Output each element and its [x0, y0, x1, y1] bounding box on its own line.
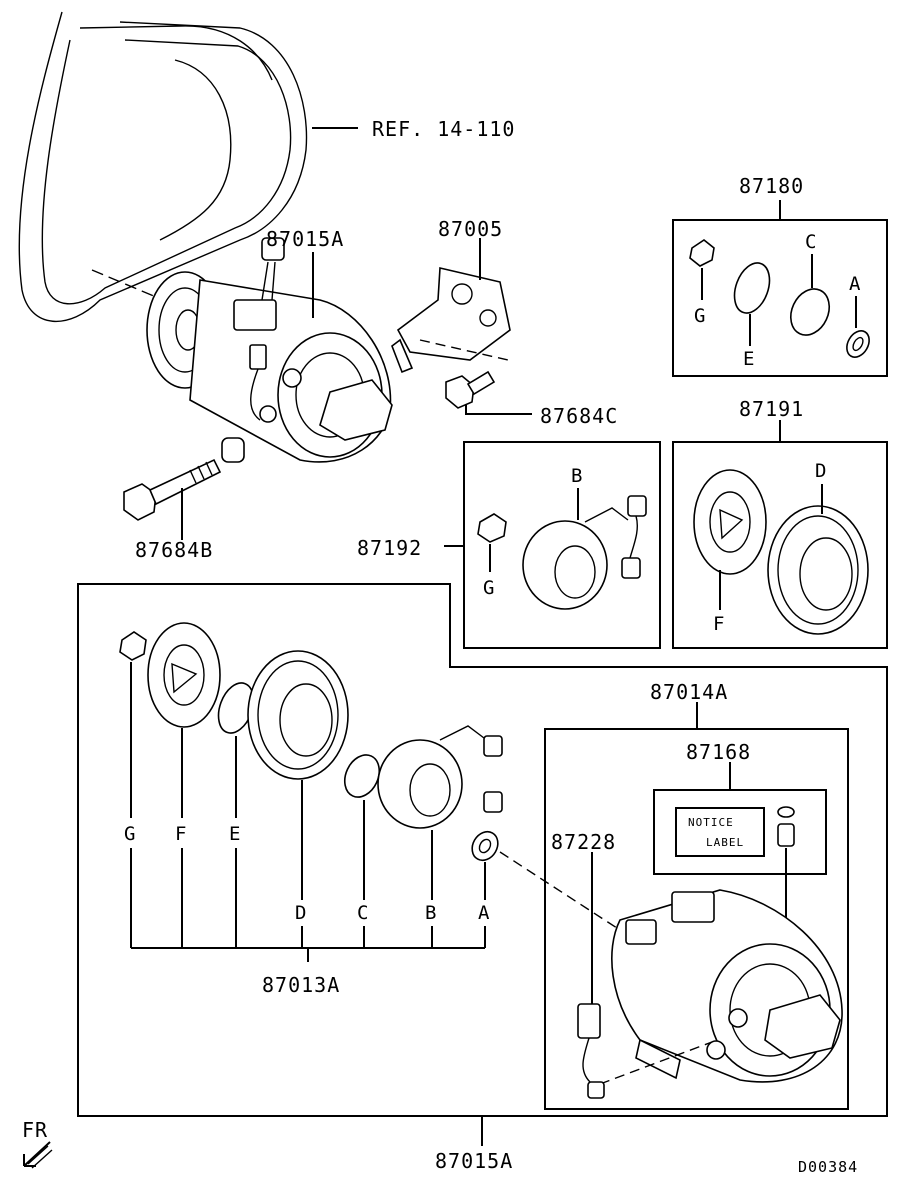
bolt-c-label: 87684C	[540, 404, 618, 428]
kit-87191-number: 87191	[739, 397, 804, 421]
kit-87192-letter-g: G	[483, 577, 494, 599]
harness-87228	[577, 1003, 605, 1099]
bracket-87005	[391, 267, 511, 374]
pulley-d	[767, 505, 869, 635]
kit-87191	[672, 420, 888, 649]
snap-ring-c	[789, 288, 831, 336]
front-arrow-icon	[23, 1141, 53, 1169]
notice-line1: NOTICE	[688, 816, 734, 829]
nut-g	[119, 631, 147, 661]
field-coil-b	[377, 739, 463, 829]
shim-a	[846, 330, 870, 358]
label-kit-box	[653, 789, 827, 875]
diagram-code: D00384	[798, 1158, 858, 1176]
compressor-assembly-kit	[611, 889, 843, 1083]
kit-87192-number: 87192	[357, 536, 422, 560]
ref-label: REF. 14-110	[372, 117, 515, 141]
compressor-kit-number: 87014A	[650, 680, 728, 704]
shim-a	[471, 830, 499, 862]
pulley-d	[247, 650, 349, 780]
kit-87180-number: 87180	[739, 174, 804, 198]
clutch-letter-d: D	[295, 902, 306, 924]
compressor-assembly-top	[146, 237, 393, 463]
hub-f	[693, 469, 767, 575]
assembly-outer-box	[77, 583, 888, 1117]
clutch-letter-g: G	[124, 823, 135, 845]
assembly-bottom-label: 87015A	[435, 1149, 513, 1173]
nut-g	[689, 239, 715, 267]
kit-87180	[672, 200, 888, 377]
kit-87180-letter-g: G	[694, 305, 705, 327]
field-coil-b	[522, 520, 608, 610]
notice-label-card	[675, 807, 765, 857]
bolt-87684c	[445, 370, 496, 409]
clutch-letter-e: E	[229, 823, 240, 845]
clutch-kit-number: 87013A	[262, 973, 340, 997]
bracket-label: 87005	[438, 217, 503, 241]
clutch-letter-a: A	[478, 902, 490, 924]
kit-87192-letter-b: B	[571, 465, 582, 487]
notice-line2: LABEL	[706, 836, 744, 849]
nut-g	[477, 513, 507, 543]
kit-87191-letter-d: D	[815, 460, 826, 482]
assembly-top-label: 87015A	[266, 227, 344, 251]
snap-ring-e	[733, 262, 771, 314]
clutch-letter-b: B	[425, 902, 436, 924]
clutch-letter-f: F	[175, 823, 186, 845]
clutch-kit-leaders	[130, 662, 486, 962]
dash-shim-to-compressor	[499, 851, 621, 931]
snap-ring-c	[343, 754, 381, 798]
valve-cap	[777, 806, 795, 847]
clutch-parts	[119, 622, 503, 862]
kit-87192	[444, 441, 661, 649]
bolt-b-label: 87684B	[135, 538, 213, 562]
kit-87180-letter-c: C	[805, 231, 816, 253]
kit-87180-letter-a: A	[849, 273, 861, 295]
harness-number: 87228	[551, 830, 616, 854]
kit-87191-letter-f: F	[713, 613, 724, 635]
kit-87180-letter-e: E	[743, 348, 754, 370]
hub-f	[147, 622, 221, 728]
bolt-87684b	[123, 458, 222, 521]
leader-87684c	[465, 404, 532, 415]
front-indicator: FR	[22, 1118, 48, 1142]
dash-harness-to-compressor	[599, 1041, 713, 1085]
label-kit-number: 87168	[686, 740, 751, 764]
clutch-letter-c: C	[357, 902, 368, 924]
